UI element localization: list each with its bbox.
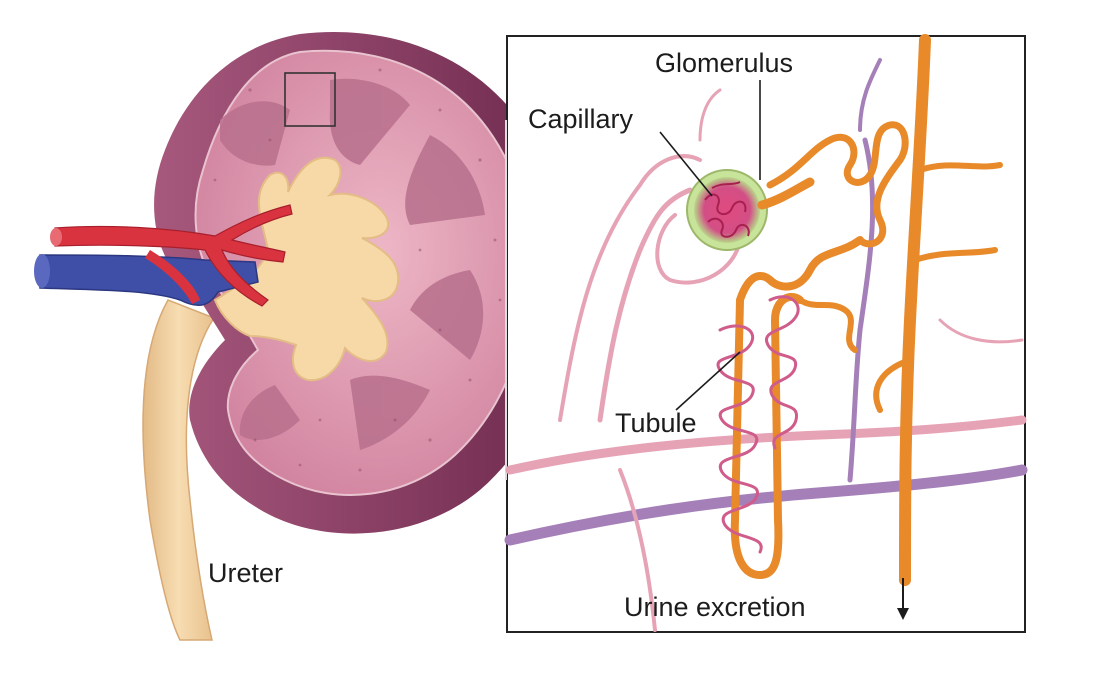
renal-vein [39,254,259,307]
label-tubule: Tubule [615,408,697,438]
nephron-inset: Glomerulus Capillary Tubule Urine excret… [504,34,1028,633]
magnified-region-box [284,72,336,127]
ureter [142,299,216,641]
renal-pelvis [213,156,400,382]
label-glomerulus: Glomerulus [655,48,793,78]
leader-lines [659,80,761,411]
collecting-duct [873,34,1003,586]
urine-arrow [897,578,909,620]
label-capillary: Capillary [528,104,634,134]
inset-frame [506,35,1026,633]
kidney [34,31,570,641]
label-urine-excretion: Urine excretion [624,592,806,622]
vessel-network [504,58,1028,632]
renal-pyramids [220,78,485,450]
nephron-tubule [716,121,909,579]
label-ureter: Ureter [208,558,283,588]
renal-artery [54,204,293,307]
